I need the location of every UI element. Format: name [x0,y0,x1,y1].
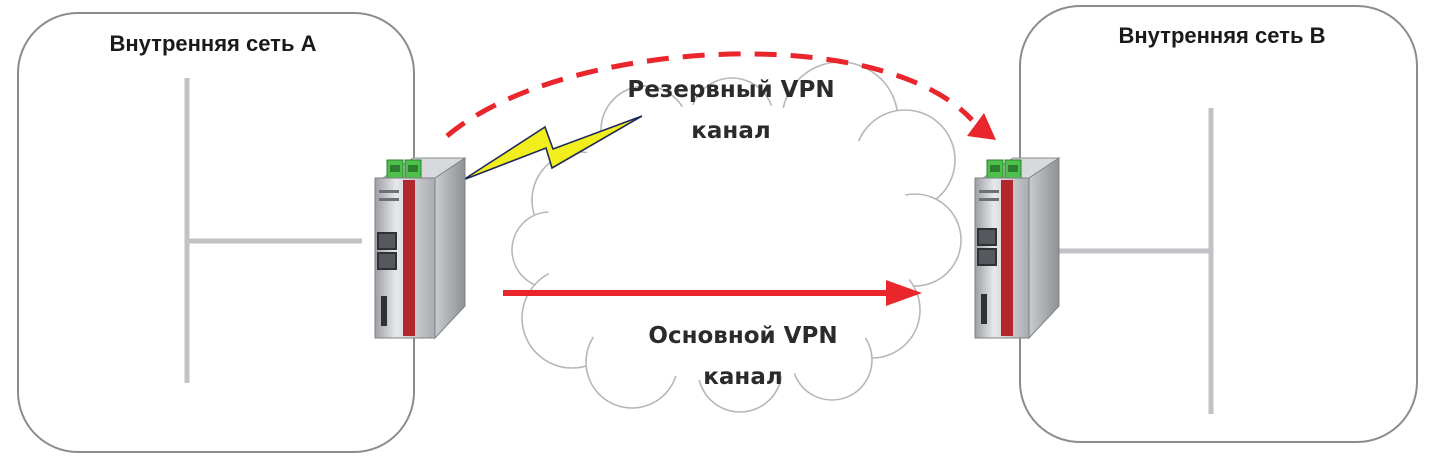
primary-channel-line2: канал [703,364,782,390]
primary-channel-label: Основной VPN канал [648,323,837,390]
primary-channel-line1: Основной VPN [648,323,837,349]
network-b-title: Внутренняя сеть B [1119,23,1326,48]
router-b-icon [974,157,1061,340]
network-a-title: Внутренняя сеть А [110,31,317,56]
router-a-icon [374,157,467,340]
primary-vpn-arrow [503,280,922,306]
backup-arrow-head [967,113,996,140]
network-b-box [1019,5,1418,443]
network-a-box [17,12,415,453]
network-b: Внутренняя сеть B [1019,5,1418,443]
backup-vpn-arrow [445,51,996,140]
internet-cloud [511,61,962,413]
lightning-icon [462,115,643,181]
backup-channel-line2: канал [691,118,770,144]
backup-channel-line1: Резервный VPN [627,77,834,103]
backup-channel-label: Резервный VPN канал [627,77,834,144]
network-a: Внутренняя сеть А [17,12,415,453]
primary-arrow-head [886,280,922,306]
